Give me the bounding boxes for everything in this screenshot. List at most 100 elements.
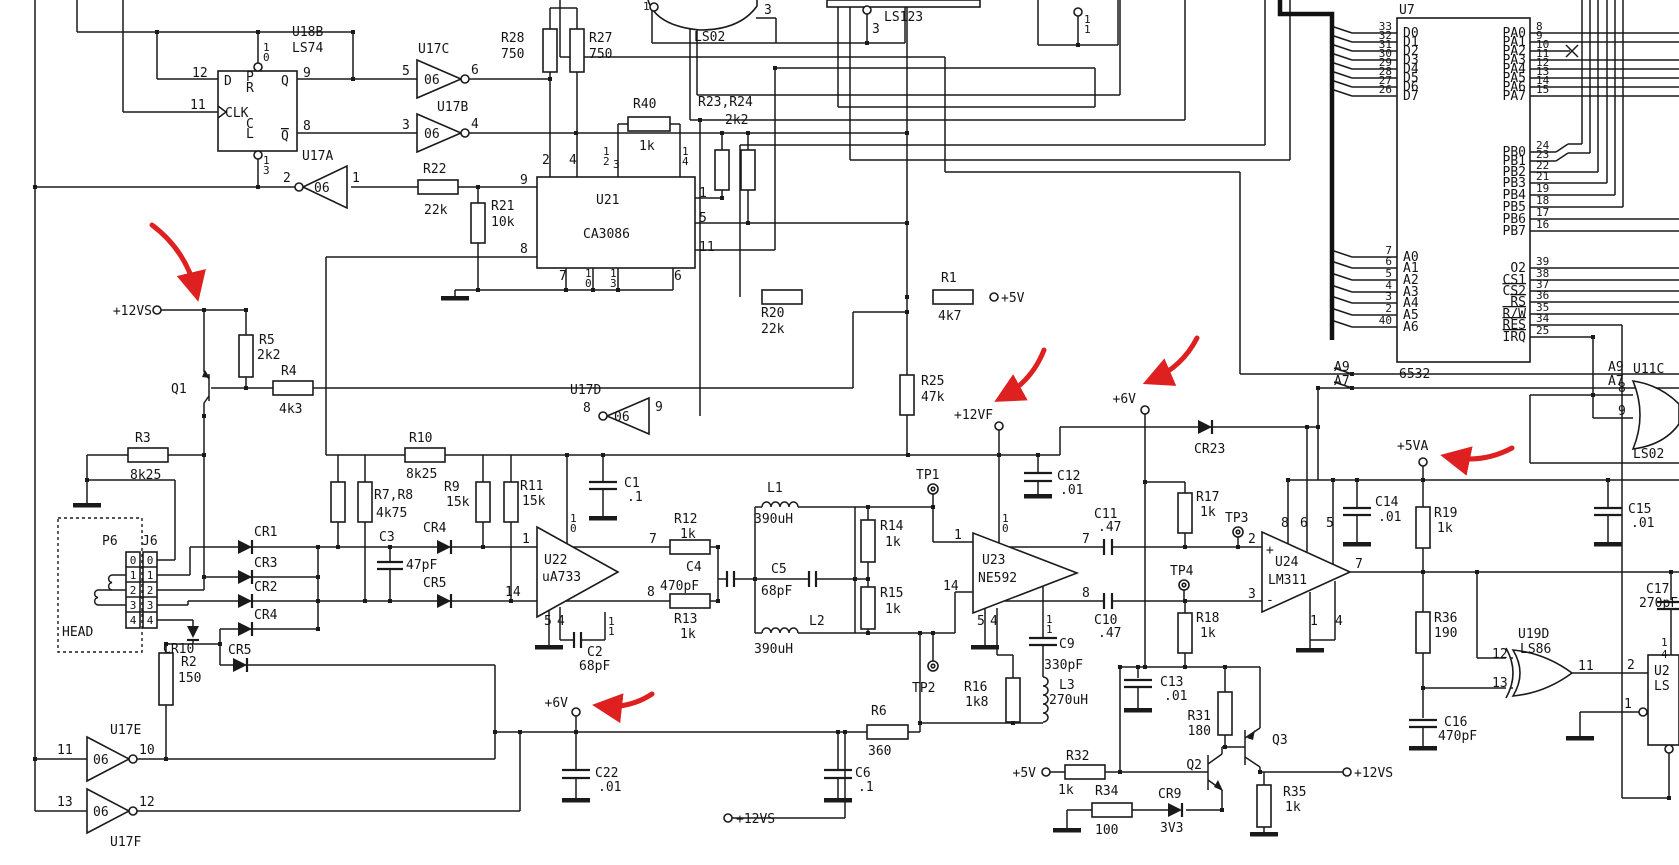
diode-cr4-right xyxy=(437,540,451,554)
label-143-c2: C2 xyxy=(587,645,603,660)
bubble-u17f xyxy=(128,806,138,816)
resistor-r4 xyxy=(272,380,314,396)
label-320-o2: O2 xyxy=(1510,261,1526,276)
label-244-13: 13 xyxy=(1492,676,1508,691)
label-310-pb6: PB6 xyxy=(1503,212,1526,227)
label-75-47k: 47k xyxy=(921,390,945,405)
label-261-d3: D3 xyxy=(1403,53,1419,68)
label-314-22: 22 xyxy=(1536,159,1549,172)
label-45-ls123: LS123 xyxy=(884,10,923,25)
label-283-5: 5 xyxy=(1385,267,1392,280)
bubble-u17a xyxy=(294,182,304,192)
label-205-01: .01 xyxy=(1164,689,1187,704)
label-130-9: 9 xyxy=(655,400,663,415)
label-63-7: 7 xyxy=(559,269,567,284)
cap-c11 xyxy=(1102,539,1114,555)
label-77-q1: Q1 xyxy=(171,382,187,397)
label-287-40: 40 xyxy=(1379,314,1392,327)
label-238-01: .01 xyxy=(1631,516,1654,531)
bubble-u2-pin1 xyxy=(1638,707,1648,717)
label-268-31: 31 xyxy=(1379,38,1392,51)
label-341-9: 9 xyxy=(1618,404,1626,419)
resistor-r14 xyxy=(860,519,876,563)
cap-c12 xyxy=(1024,471,1052,483)
label-167-c6: C6 xyxy=(855,766,871,781)
label-241-u19d: U19D xyxy=(1518,627,1549,642)
label-12-r: R xyxy=(246,81,254,96)
label-28-2: 2 xyxy=(283,171,291,186)
label-51-9: 9 xyxy=(520,173,528,188)
diode-cr2 xyxy=(238,594,252,608)
resistor-r27 xyxy=(569,28,585,73)
label-91-0: 0 xyxy=(147,554,154,567)
label-325-res: RES xyxy=(1503,318,1526,333)
ground-symbols xyxy=(73,296,1622,837)
label-234-1k: 1k xyxy=(1437,521,1453,536)
label-132-ua733: uA733 xyxy=(542,570,581,585)
nor-u11c-ls02 xyxy=(1631,380,1679,450)
label-199-1k: 1k xyxy=(1200,505,1216,520)
label-260-d2: D2 xyxy=(1403,44,1419,59)
label-158-1k: 1k xyxy=(885,535,901,550)
label-10-d: D xyxy=(224,74,232,89)
resistor-r36 xyxy=(1415,611,1431,654)
label-69-r20: R20 xyxy=(761,306,784,321)
label-204-c13: C13 xyxy=(1160,675,1183,690)
ic-u7-6532 xyxy=(1396,17,1531,363)
label-112-12: 12 xyxy=(139,795,155,810)
transistors xyxy=(202,370,1255,791)
cap-c3 xyxy=(377,560,403,571)
label-196-6v: +6V xyxy=(1113,392,1137,407)
label-262-d4: D4 xyxy=(1403,62,1419,77)
label-68-6: 6 xyxy=(674,269,682,284)
resistor-r3 xyxy=(127,447,169,463)
wires-comparator-region xyxy=(1059,388,1679,772)
label-58-1: 1 xyxy=(682,145,689,158)
label-326-irq: IRQ xyxy=(1503,330,1527,345)
label-210-5v: +5V xyxy=(1013,766,1037,781)
label-329-37: 37 xyxy=(1536,278,1549,291)
label-105-u17e: U17E xyxy=(110,723,141,738)
label-54-4: 4 xyxy=(569,153,577,168)
label-229-7: 7 xyxy=(1355,557,1363,572)
label-289-pa1: PA1 xyxy=(1503,35,1526,50)
label-258-d0: D0 xyxy=(1403,26,1419,41)
label-86-0: 0 xyxy=(130,554,137,567)
label-259-d1: D1 xyxy=(1403,35,1419,50)
label-70-22k: 22k xyxy=(761,322,785,337)
label-48-1: 1 xyxy=(1084,23,1091,36)
label-242-ls86: LS86 xyxy=(1520,642,1551,657)
label-208-q2: Q2 xyxy=(1186,758,1202,773)
label-79-2k2: 2k2 xyxy=(257,348,280,363)
label-19-06: 06 xyxy=(424,73,440,88)
label-330-36: 36 xyxy=(1536,289,1549,302)
label-62-11: 11 xyxy=(699,240,715,255)
label-279-a5: A5 xyxy=(1403,308,1419,323)
comparator-u24-lm311 xyxy=(1261,530,1352,614)
label-134-14: 14 xyxy=(505,585,521,600)
wires-read-amp-input xyxy=(188,455,537,630)
label-278-a4: A4 xyxy=(1403,296,1419,311)
label-118-15k: 15k xyxy=(446,495,470,510)
q3-emitter-arrow xyxy=(1247,730,1255,740)
label-93-2: 2 xyxy=(147,584,154,597)
label-29-1: 1 xyxy=(352,171,360,186)
terminal-plus12vs xyxy=(152,305,162,315)
label-7-0: 0 xyxy=(263,51,270,64)
label-212-1k: 1k xyxy=(1058,783,1074,798)
inverter-u17d xyxy=(604,396,650,436)
label-80-r4: R4 xyxy=(281,364,297,379)
label-251-4: 4 xyxy=(1661,648,1668,661)
label-103-r2: R2 xyxy=(181,655,197,670)
label-271-28: 28 xyxy=(1379,65,1392,78)
red-annotation-arrows xyxy=(149,222,1515,724)
label-52-8: 8 xyxy=(520,242,528,257)
label-230-1: 1 xyxy=(1310,614,1318,629)
wires-rail-and-filter xyxy=(326,430,1262,732)
resistor-r35 xyxy=(1256,784,1272,828)
bubble-u17d xyxy=(598,411,608,421)
terminal-plus12vf xyxy=(994,421,1004,431)
head-coil-1 xyxy=(107,574,113,591)
label-107-11: 11 xyxy=(57,743,73,758)
